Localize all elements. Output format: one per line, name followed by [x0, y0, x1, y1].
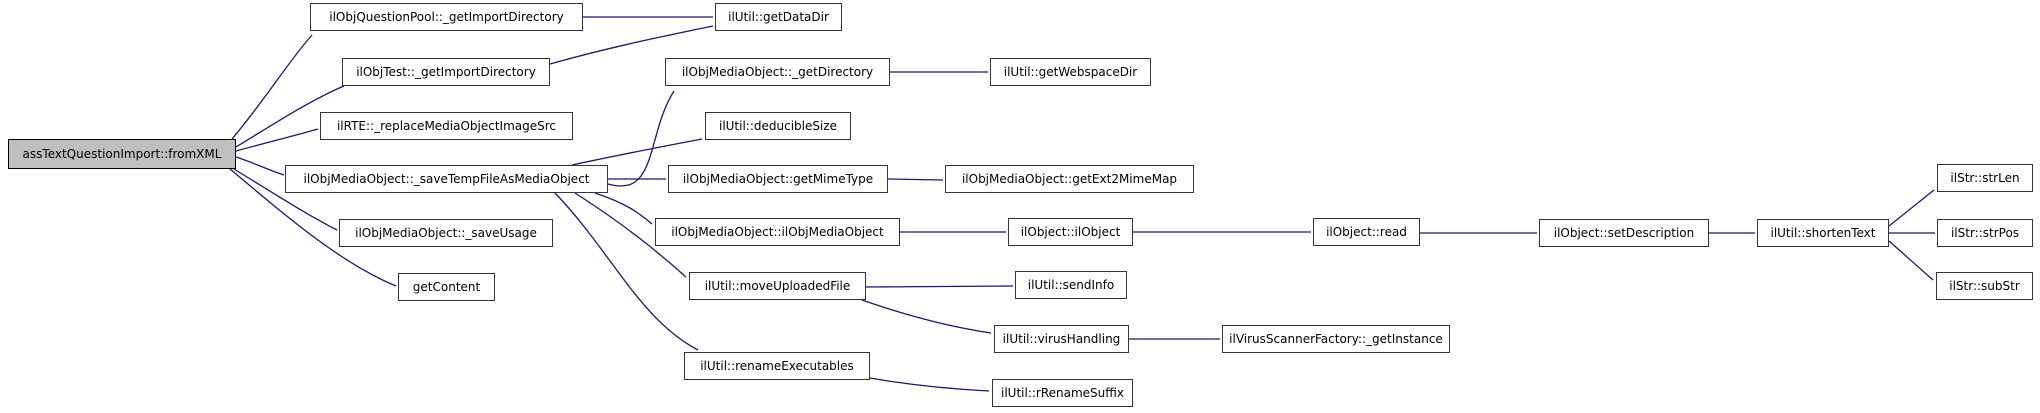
edge-moveupload-virus — [861, 299, 992, 334]
graph-node-renameexec[interactable]: ilUtil::renameExecutables — [684, 352, 870, 380]
graph-node-label: ilUtil::sendInfo — [1027, 278, 1115, 292]
edge-shorten-strlen — [1888, 189, 1935, 227]
graph-node-label: ilRTE::_replaceMediaObjectImageSrc — [336, 119, 557, 133]
edge-fromxml-rte — [235, 128, 319, 152]
graph-node-getinstance[interactable]: ilVirusScannerFactory::_getInstance — [1222, 325, 1450, 353]
graph-node-label: ilObjMediaObject::getExt2MimeMap — [961, 172, 1178, 186]
graph-node-label: ilUtil::moveUploadedFile — [704, 279, 851, 293]
graph-node-ilobjmedia[interactable]: ilObjMediaObject::ilObjMediaObject — [655, 218, 900, 246]
graph-node-label: ilUtil::getDataDir — [728, 10, 829, 24]
graph-node-label: ilObject::setDescription — [1553, 226, 1695, 240]
graph-node-sendinfo[interactable]: ilUtil::sendInfo — [1015, 271, 1127, 299]
graph-node-label: ilObjMediaObject::_getDirectory — [681, 65, 874, 79]
edge-fromxml-qpool — [231, 34, 313, 140]
graph-node-label: assTextQuestionImport::fromXML — [22, 147, 222, 161]
graph-node-qpool[interactable]: ilObjQuestionPool::_getImportDirectory — [310, 3, 583, 31]
graph-node-label: ilStr::strLen — [1950, 171, 2020, 185]
graph-node-moveupload[interactable]: ilUtil::moveUploadedFile — [689, 272, 866, 300]
graph-node-setdesc[interactable]: ilObject::setDescription — [1539, 219, 1709, 247]
graph-node-webspace[interactable]: ilUtil::getWebspaceDir — [990, 58, 1151, 86]
edge-fromxml-getcontent — [229, 168, 397, 287]
graph-node-substr[interactable]: ilStr::subStr — [1936, 272, 2033, 300]
graph-node-getdatadir[interactable]: ilUtil::getDataDir — [715, 3, 842, 31]
graph-node-label: ilObjQuestionPool::_getImportDirectory — [329, 10, 564, 24]
graph-node-fromxml: assTextQuestionImport::fromXML — [8, 139, 236, 169]
graph-node-label: ilStr::strPos — [1950, 226, 2020, 240]
graph-node-label: ilObjTest::_getImportDirectory — [356, 65, 536, 79]
graph-node-label: ilObjMediaObject::getMimeType — [682, 172, 874, 186]
edge-savetmp-deducible — [571, 138, 703, 166]
graph-node-savetmp[interactable]: ilObjMediaObject::_saveTempFileAsMediaOb… — [285, 165, 608, 193]
edge-getmime-ext2mime — [887, 178, 944, 181]
graph-node-label: ilUtil::virusHandling — [1002, 332, 1121, 346]
graph-node-label: ilUtil::renameExecutables — [700, 359, 854, 373]
graph-node-label: ilObject::read — [1326, 225, 1407, 239]
graph-node-getcontent[interactable]: getContent — [398, 273, 495, 301]
graph-node-rrename[interactable]: ilUtil::rRenameSuffix — [992, 379, 1133, 407]
graph-node-label: getContent — [412, 280, 481, 294]
graph-node-getdir[interactable]: ilObjMediaObject::_getDirectory — [665, 58, 890, 86]
graph-node-label: ilUtil::getWebspaceDir — [1003, 65, 1138, 79]
graph-node-label: ilObjMediaObject::_saveTempFileAsMediaOb… — [303, 172, 590, 186]
graph-node-label: ilVirusScannerFactory::_getInstance — [1229, 332, 1443, 346]
graph-node-rte[interactable]: ilRTE::_replaceMediaObjectImageSrc — [320, 112, 573, 140]
edge-moveupload-sendinfo — [865, 285, 1014, 288]
graph-node-label: ilStr::subStr — [1949, 279, 2020, 293]
edge-savetmp-moveupload — [574, 192, 687, 278]
graph-node-label: ilUtil::deducibleSize — [718, 119, 838, 133]
graph-node-virus[interactable]: ilUtil::virusHandling — [994, 325, 1129, 353]
graph-node-shorten[interactable]: ilUtil::shortenText — [1757, 219, 1889, 247]
graph-node-ilobject[interactable]: ilObject::ilObject — [1008, 218, 1133, 246]
edge-savetmp-getdir — [607, 90, 675, 187]
edge-renameexec-rrename — [869, 377, 990, 392]
graph-node-label: ilUtil::shortenText — [1770, 226, 1876, 240]
edge-shorten-substr — [1888, 240, 1934, 281]
graph-node-label: ilUtil::rRenameSuffix — [1001, 386, 1124, 400]
graph-node-label: ilObject::ilObject — [1020, 225, 1121, 239]
edge-test-getdatadir — [549, 25, 714, 65]
graph-node-strlen[interactable]: ilStr::strLen — [1937, 164, 2033, 192]
edge-savetmp-ilobjmedia — [594, 192, 653, 225]
graph-node-label: ilObjMediaObject::_saveUsage — [355, 226, 537, 240]
graph-node-read[interactable]: ilObject::read — [1313, 218, 1420, 246]
graph-node-deducible[interactable]: ilUtil::deducibleSize — [705, 112, 851, 140]
graph-node-getmime[interactable]: ilObjMediaObject::getMimeType — [668, 165, 888, 193]
graph-node-test[interactable]: ilObjTest::_getImportDirectory — [342, 58, 550, 86]
graph-node-ext2mime[interactable]: ilObjMediaObject::getExt2MimeMap — [945, 165, 1194, 193]
graph-node-strpos[interactable]: ilStr::strPos — [1937, 219, 2033, 247]
edge-savetmp-renameexec — [554, 192, 699, 351]
edge-fromxml-test — [235, 85, 345, 148]
graph-node-saveusage[interactable]: ilObjMediaObject::_saveUsage — [339, 219, 553, 247]
edge-fromxml-saveusage — [233, 168, 338, 231]
edge-fromxml-savetmp — [235, 156, 285, 176]
graph-node-label: ilObjMediaObject::ilObjMediaObject — [671, 225, 884, 239]
